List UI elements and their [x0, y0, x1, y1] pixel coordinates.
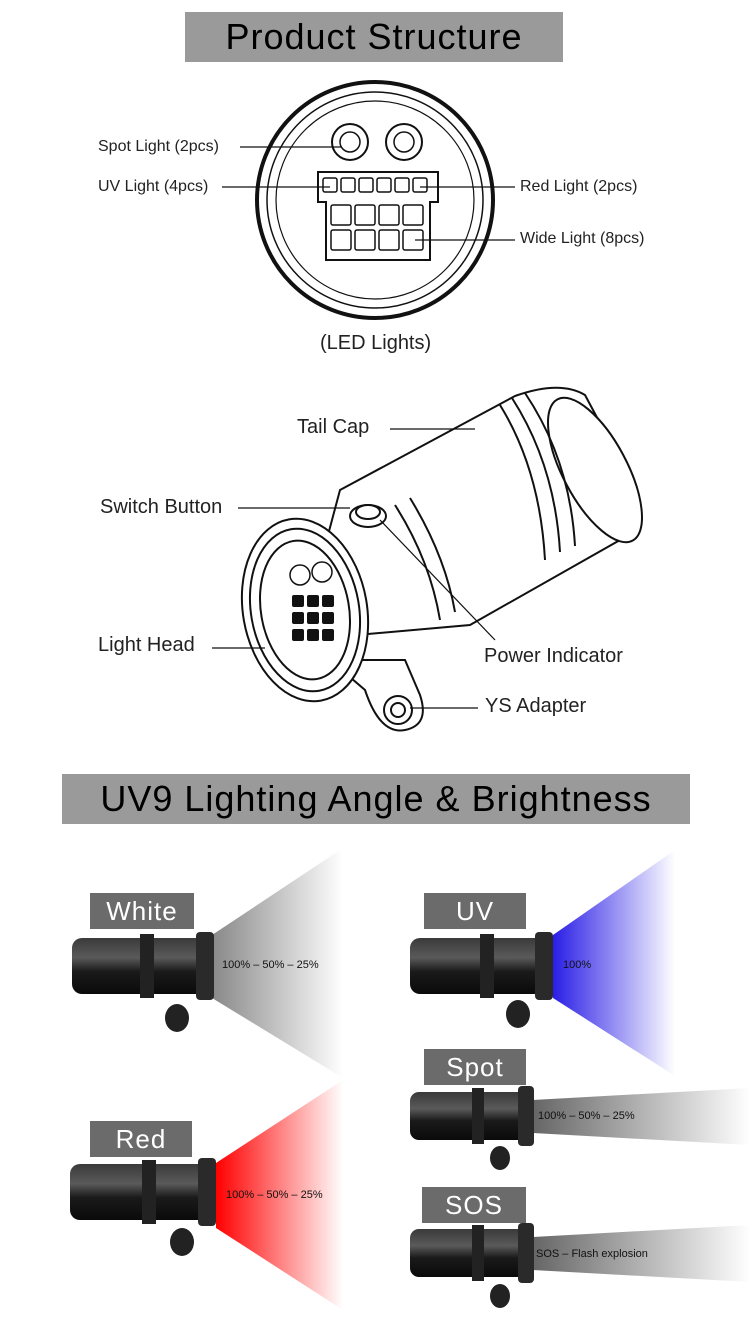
- red-beam: [216, 1080, 343, 1310]
- mode-label-red-text: Red: [115, 1123, 167, 1154]
- callout-ys-adapter: YS Adapter: [485, 695, 587, 717]
- mode-label-red: Red: [90, 1121, 192, 1157]
- spot-brightness: 100% – 50% – 25%: [538, 1110, 635, 1122]
- callout-wide-light: Wide Light (8pcs): [520, 230, 645, 247]
- mode-label-white: White: [90, 893, 194, 929]
- mode-label-white-text: White: [106, 895, 178, 926]
- red-brightness: 100% – 50% – 25%: [226, 1189, 323, 1201]
- product-structure-banner: Product Structure: [185, 12, 563, 62]
- led-face-diagram: [222, 80, 515, 320]
- mode-label-uv: UV: [424, 893, 526, 929]
- spot-beam: [533, 1088, 750, 1145]
- torch-red: [70, 1158, 216, 1256]
- white-beam: [212, 848, 343, 1078]
- torch-spot: [410, 1086, 534, 1170]
- callout-switch-button: Switch Button: [100, 496, 223, 518]
- mode-label-sos-text: SOS: [445, 1189, 503, 1220]
- callout-power-indicator: Power Indicator: [484, 645, 623, 667]
- sos-brightness: SOS – Flash explosion: [536, 1248, 648, 1260]
- mode-label-uv-text: UV: [455, 895, 495, 926]
- mode-label-spot-text: Spot: [446, 1051, 504, 1082]
- torch-white: [72, 932, 214, 1032]
- white-brightness: 100% – 50% – 25%: [222, 959, 319, 971]
- product-structure-title: Product Structure: [225, 16, 523, 57]
- lighting-banner: UV9 Lighting Angle & Brightness: [62, 774, 690, 824]
- torch-structure-diagram: [212, 386, 643, 732]
- torch-uv: [410, 932, 553, 1028]
- mode-label-sos: SOS: [422, 1187, 526, 1223]
- callout-spot-light: Spot Light (2pcs): [98, 138, 219, 155]
- callout-tail-cap: Tail Cap: [297, 416, 370, 438]
- callout-uv-light: UV Light (4pcs): [98, 178, 209, 195]
- lighting-title: UV9 Lighting Angle & Brightness: [100, 778, 652, 819]
- sos-beam: [533, 1225, 750, 1282]
- led-lights-caption: (LED Lights): [320, 332, 432, 354]
- uv-beam: [553, 850, 675, 1076]
- mode-label-spot: Spot: [424, 1049, 526, 1085]
- torch-sos: [410, 1223, 534, 1308]
- uv-brightness: 100%: [563, 959, 592, 971]
- callout-red-light: Red Light (2pcs): [520, 178, 638, 195]
- callout-light-head: Light Head: [98, 634, 195, 656]
